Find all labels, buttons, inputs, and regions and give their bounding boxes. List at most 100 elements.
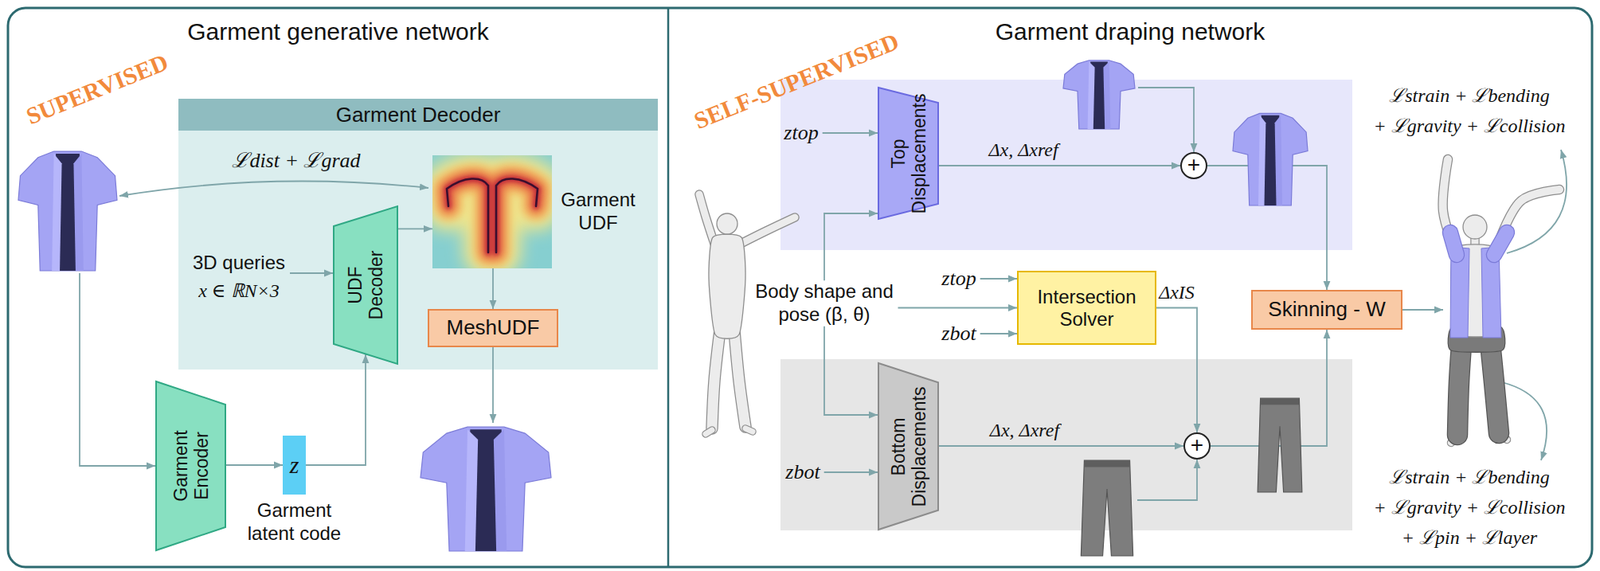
input-text: Body shape and pose (β, θ) (751, 280, 899, 327)
input-label: x ∈ ℝN×3 (198, 276, 280, 303)
input-label: 3D queries (192, 251, 286, 274)
shirt-figure (1063, 60, 1135, 130)
top-band (780, 79, 1353, 251)
sum-symbol: + (1190, 434, 1204, 457)
stamp-label: SELF-SUPERVISED (690, 27, 904, 135)
sum-circle: + (1180, 152, 1208, 180)
figure-limb (1494, 232, 1507, 255)
process-box: Skinning - W (1251, 289, 1403, 330)
heatmap-band (446, 178, 538, 253)
layout-lines (79, 87, 1567, 501)
pants-waist (1083, 460, 1130, 467)
shirt-flap (1087, 62, 1096, 130)
loss-label: ℒstrain + ℒbending (1388, 81, 1550, 108)
draped-figure (1443, 159, 1560, 443)
figure-outline (711, 330, 720, 429)
shirt-outline (18, 151, 118, 271)
connector-arrow (824, 326, 878, 415)
loss-arrow (119, 181, 429, 196)
shirt-flap (73, 153, 83, 271)
template-arrow (1138, 87, 1194, 153)
figure-limb (699, 194, 715, 244)
sum-circle: + (1183, 432, 1211, 460)
trapezoid-outline (156, 381, 226, 551)
shirt-outline (420, 426, 552, 552)
pants-outline (1080, 460, 1133, 556)
loss-label: ℒstrain + ℒbending (1388, 462, 1550, 489)
loss-label: + ℒpin + ℒlayer (1401, 523, 1538, 550)
figure-outline (699, 194, 715, 244)
connector-arrow (1156, 308, 1198, 434)
panel-title: Garment draping network (668, 17, 1593, 47)
heatmap-image (432, 155, 552, 269)
latent-code-box: zGarment latent code (282, 435, 306, 495)
stamp-label: SUPERVISED (22, 48, 173, 130)
region-fill (178, 98, 658, 370)
figure-outline (1494, 232, 1507, 255)
connector-arrow (305, 354, 366, 466)
figure-torso (708, 234, 746, 339)
shirt-flap (51, 153, 62, 271)
shirt-figure (18, 151, 118, 271)
figure-limb (711, 330, 720, 429)
figure-limb (745, 428, 753, 432)
pants-figure (1080, 460, 1133, 556)
connector-arrow (898, 307, 1018, 310)
figure-limb (1450, 232, 1457, 255)
loss-label: + ℒgravity + ℒcollision (1373, 492, 1565, 520)
edge-label: Δx, Δxref (988, 139, 1058, 161)
template-arrow (1137, 459, 1198, 501)
shirt-outline (1063, 60, 1135, 130)
latent-arrow (822, 132, 878, 134)
heatmap-ground (432, 155, 552, 269)
loss-label: ℒdist + ℒgrad (231, 144, 360, 174)
latent-input: zbot (941, 321, 976, 346)
process-box: Intersection Solver (1017, 270, 1157, 345)
displacement-trapezoid: Top Displacements (877, 86, 939, 220)
connector-arrow (398, 227, 433, 230)
pants-figure (1257, 398, 1303, 493)
decoder-trapezoid: UDF Decoder (332, 205, 399, 365)
udf-heatmap: Garment UDF (432, 155, 552, 269)
figure-limb (1494, 189, 1560, 255)
figure-outline (745, 428, 753, 432)
output-arrow (492, 347, 494, 423)
shirt-figure (420, 426, 552, 552)
figure-head (1463, 215, 1487, 239)
region-header: Garment Decoder (178, 98, 658, 131)
loss-label: + ℒgravity + ℒcollision (1373, 111, 1565, 138)
figure-outline (1443, 159, 1457, 255)
heatmap-surface (446, 178, 538, 253)
heatmap-band (446, 178, 538, 253)
heatmap-band (446, 178, 538, 253)
trapezoid-label: Bottom Displacements (887, 383, 930, 510)
process-box: MeshUDF (427, 309, 559, 348)
latent-input: zbot (785, 460, 820, 485)
panel-divider (667, 8, 670, 567)
latent-input: ztop (941, 266, 976, 291)
box-label: Skinning - W (1267, 297, 1385, 322)
shirt-flap (1258, 115, 1266, 206)
box-label: MeshUDF (445, 316, 540, 341)
figure-limb (705, 430, 712, 435)
trapezoid-label: Garment Encoder (169, 422, 212, 510)
figure-outline (1494, 189, 1560, 255)
latent-arrow (824, 471, 878, 474)
shirt-figure (1232, 113, 1308, 206)
figure-limb (734, 330, 746, 427)
decoder-region: UDF Decoder Garment UDF MeshUDF Garment Dec… (178, 98, 658, 370)
sum-symbol: + (1187, 153, 1201, 177)
trapezoid-label: UDF Decoder (344, 241, 388, 329)
edge-label: Δx, Δxref (989, 419, 1060, 442)
connector-arrow (824, 213, 878, 281)
latent-arrow (980, 332, 1018, 335)
edge-label: ΔxIS (1158, 281, 1195, 303)
figure-head (716, 213, 738, 235)
encoder-trapezoid: Garment Encoder (155, 380, 227, 552)
outer-frame (7, 7, 1593, 568)
connector-arrow (492, 268, 494, 310)
shirt-flap (1275, 115, 1283, 206)
loss-arrow (1502, 382, 1547, 461)
pants-outline (1257, 398, 1303, 493)
